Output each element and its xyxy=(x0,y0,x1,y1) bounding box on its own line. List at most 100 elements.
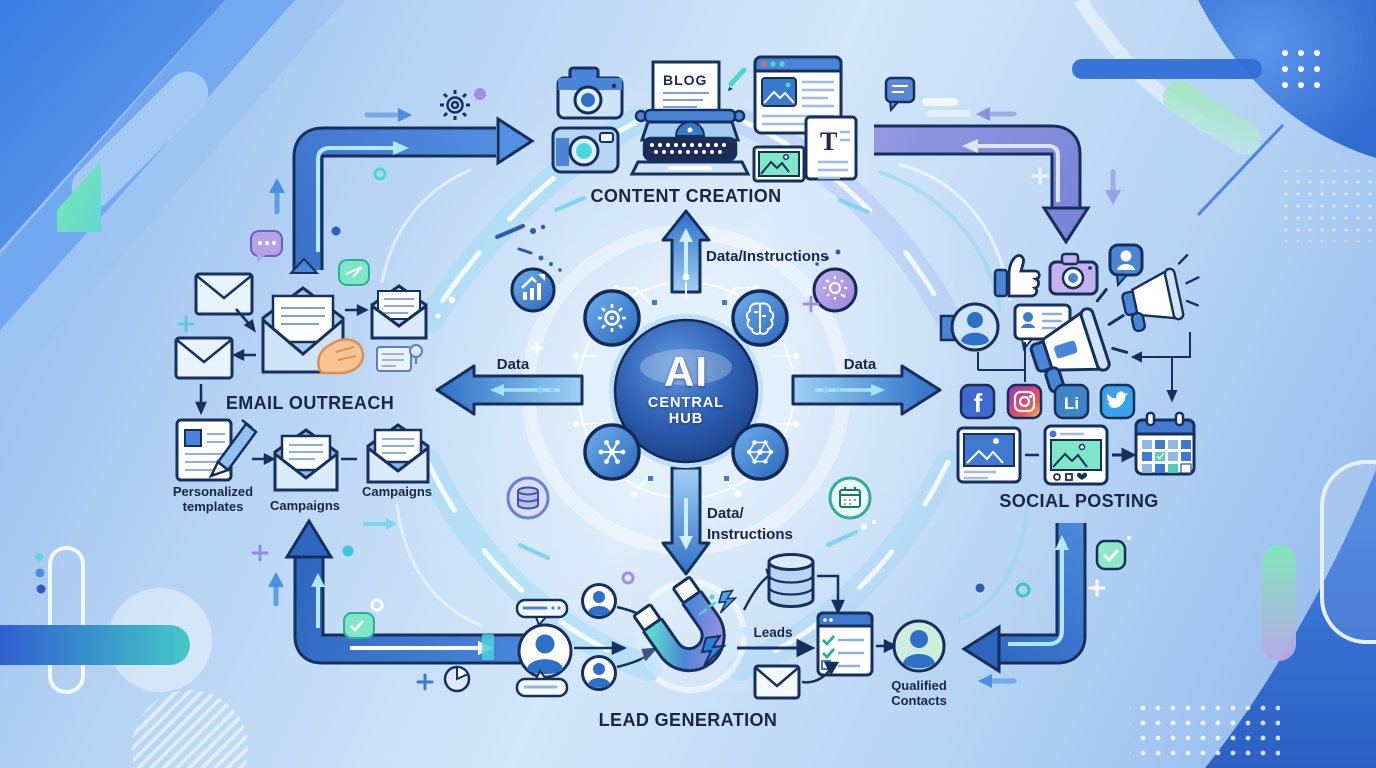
badge-calendar xyxy=(828,476,872,520)
image-post-icon xyxy=(956,426,1022,484)
idea-icon xyxy=(823,276,847,300)
arrow-content-to-social xyxy=(874,124,1091,245)
database-icon-2 xyxy=(767,553,815,608)
linkedin-glyph: Li xyxy=(1064,394,1079,413)
mini-right-arrow-2 xyxy=(363,518,397,530)
pie-chart-icon xyxy=(443,665,471,693)
browser-article-icon xyxy=(753,55,843,135)
open-envelope-hand-icon xyxy=(261,286,365,375)
corner-decor-top-right xyxy=(1072,0,1376,242)
decor-icons xyxy=(177,76,1131,693)
campaigns-envelope-icon xyxy=(273,428,339,492)
email-outreach-title: EMAIL OUTREACH xyxy=(225,393,395,413)
open-envelope-icon xyxy=(370,284,428,340)
satellite-brain xyxy=(731,289,789,347)
content-creation-title: CONTENT CREATION xyxy=(590,186,782,206)
corner-decor-bottom-left xyxy=(0,546,248,768)
checklist-to-contact-arrow xyxy=(876,638,898,654)
document-letter: T xyxy=(820,127,837,156)
hub-label: AI CENTRAL HUB xyxy=(606,349,766,428)
arrow-label-data-right: Data xyxy=(843,356,877,373)
arrow-leadgen-to-email xyxy=(284,518,545,665)
social-connectors xyxy=(977,332,1191,403)
arrow-label-data-instructions-bottom: Data/ Instructions xyxy=(707,505,793,543)
typewriter-icon: BLOG xyxy=(629,60,751,176)
envelope-icon xyxy=(194,272,254,316)
magnet-icon xyxy=(633,576,726,673)
facebook-glyph: f xyxy=(974,388,983,418)
circuit-traces xyxy=(572,273,800,498)
lead-envelope-icon xyxy=(753,664,801,700)
person-chat-icon xyxy=(1108,243,1144,288)
megaphone-icon-small xyxy=(1121,254,1200,333)
mini-down-arrow xyxy=(1105,169,1121,205)
streak-end-block xyxy=(482,634,494,660)
lightning-icon xyxy=(698,589,738,667)
lead-generation-icons xyxy=(482,553,946,700)
badge-idea xyxy=(812,267,858,313)
campaigns-envelope-icon-2 xyxy=(366,423,430,484)
campaigns-label-1: Campaigns xyxy=(269,498,341,513)
camera-icon xyxy=(556,66,624,120)
decor-dots xyxy=(331,88,1031,612)
document-template-icon xyxy=(175,418,258,482)
mini-up-arrow xyxy=(269,178,285,215)
arrow-label-data-left: Data xyxy=(496,356,530,373)
database-to-checklist-arrow xyxy=(817,574,845,616)
photo-icon xyxy=(752,145,806,183)
arrow-social-to-leadgen xyxy=(961,523,1087,674)
badge-database xyxy=(506,476,550,520)
email-flow-connectors xyxy=(195,303,369,416)
brain-icon xyxy=(745,302,775,335)
email-outreach-icons xyxy=(174,257,430,492)
satellite-graph-network xyxy=(731,423,789,481)
mini-up-arrow-2 xyxy=(268,572,284,607)
hand-icon xyxy=(317,338,365,375)
plus-marks xyxy=(177,167,1106,691)
social-post-icon xyxy=(1043,424,1109,486)
camera-icon-2 xyxy=(551,126,620,174)
arrow-hub-to-leadgen xyxy=(661,466,711,576)
templates-to-campaigns-arrow xyxy=(252,452,276,466)
chat-bubble-teal xyxy=(343,612,375,639)
arrow-label-data-instructions-top: Data/Instructions xyxy=(706,248,829,265)
mini-left-arrow xyxy=(976,107,1017,121)
chat-bubble-purple xyxy=(250,230,283,263)
content-creation-icons: BLOG T xyxy=(551,55,858,183)
database-icon xyxy=(517,486,539,510)
linkedin-icon: Li xyxy=(1053,383,1090,420)
corner-decor-top-left xyxy=(0,0,345,395)
arrow-email-to-content xyxy=(292,116,535,270)
share-network-icon xyxy=(598,440,626,464)
chat-bubble-icon xyxy=(515,598,569,627)
leads-label: Leads xyxy=(753,625,793,640)
megaphone-icon-big xyxy=(1029,288,1129,394)
lead-generation-title: LEAD GENERATION xyxy=(598,710,778,730)
satellite-gear xyxy=(583,289,641,347)
bar-chart-icon xyxy=(521,274,545,300)
mini-right-arrow xyxy=(364,108,412,122)
person-circle-icon xyxy=(939,302,1000,352)
post-to-calendar-arrow xyxy=(1112,447,1137,463)
thumbs-up-icon xyxy=(993,254,1041,298)
hub-hub-text: HUB xyxy=(668,411,704,427)
instagram-icon xyxy=(1006,383,1043,420)
hub-central-text: CENTRAL xyxy=(647,395,725,411)
arrow-hub-to-social xyxy=(791,364,942,416)
calendar-check-icon xyxy=(839,487,861,508)
small-person-icon xyxy=(581,583,617,619)
camera-icon-3 xyxy=(1048,252,1099,296)
small-person-icon-2 xyxy=(581,655,617,691)
gear-icon xyxy=(598,304,626,332)
flap-shape xyxy=(288,257,320,274)
social-posting-icons: f Li xyxy=(939,243,1200,486)
arrow-hub-to-content xyxy=(661,209,711,294)
chat-bubble-icon-2 xyxy=(515,669,569,698)
gear-outline-icon xyxy=(440,90,470,120)
corner-decor-bottom-right xyxy=(1130,460,1376,768)
qualified-contacts-label: Qualified Contacts xyxy=(891,678,947,708)
pencil-icon-2 xyxy=(208,419,258,479)
satellite-share-network xyxy=(583,423,641,481)
